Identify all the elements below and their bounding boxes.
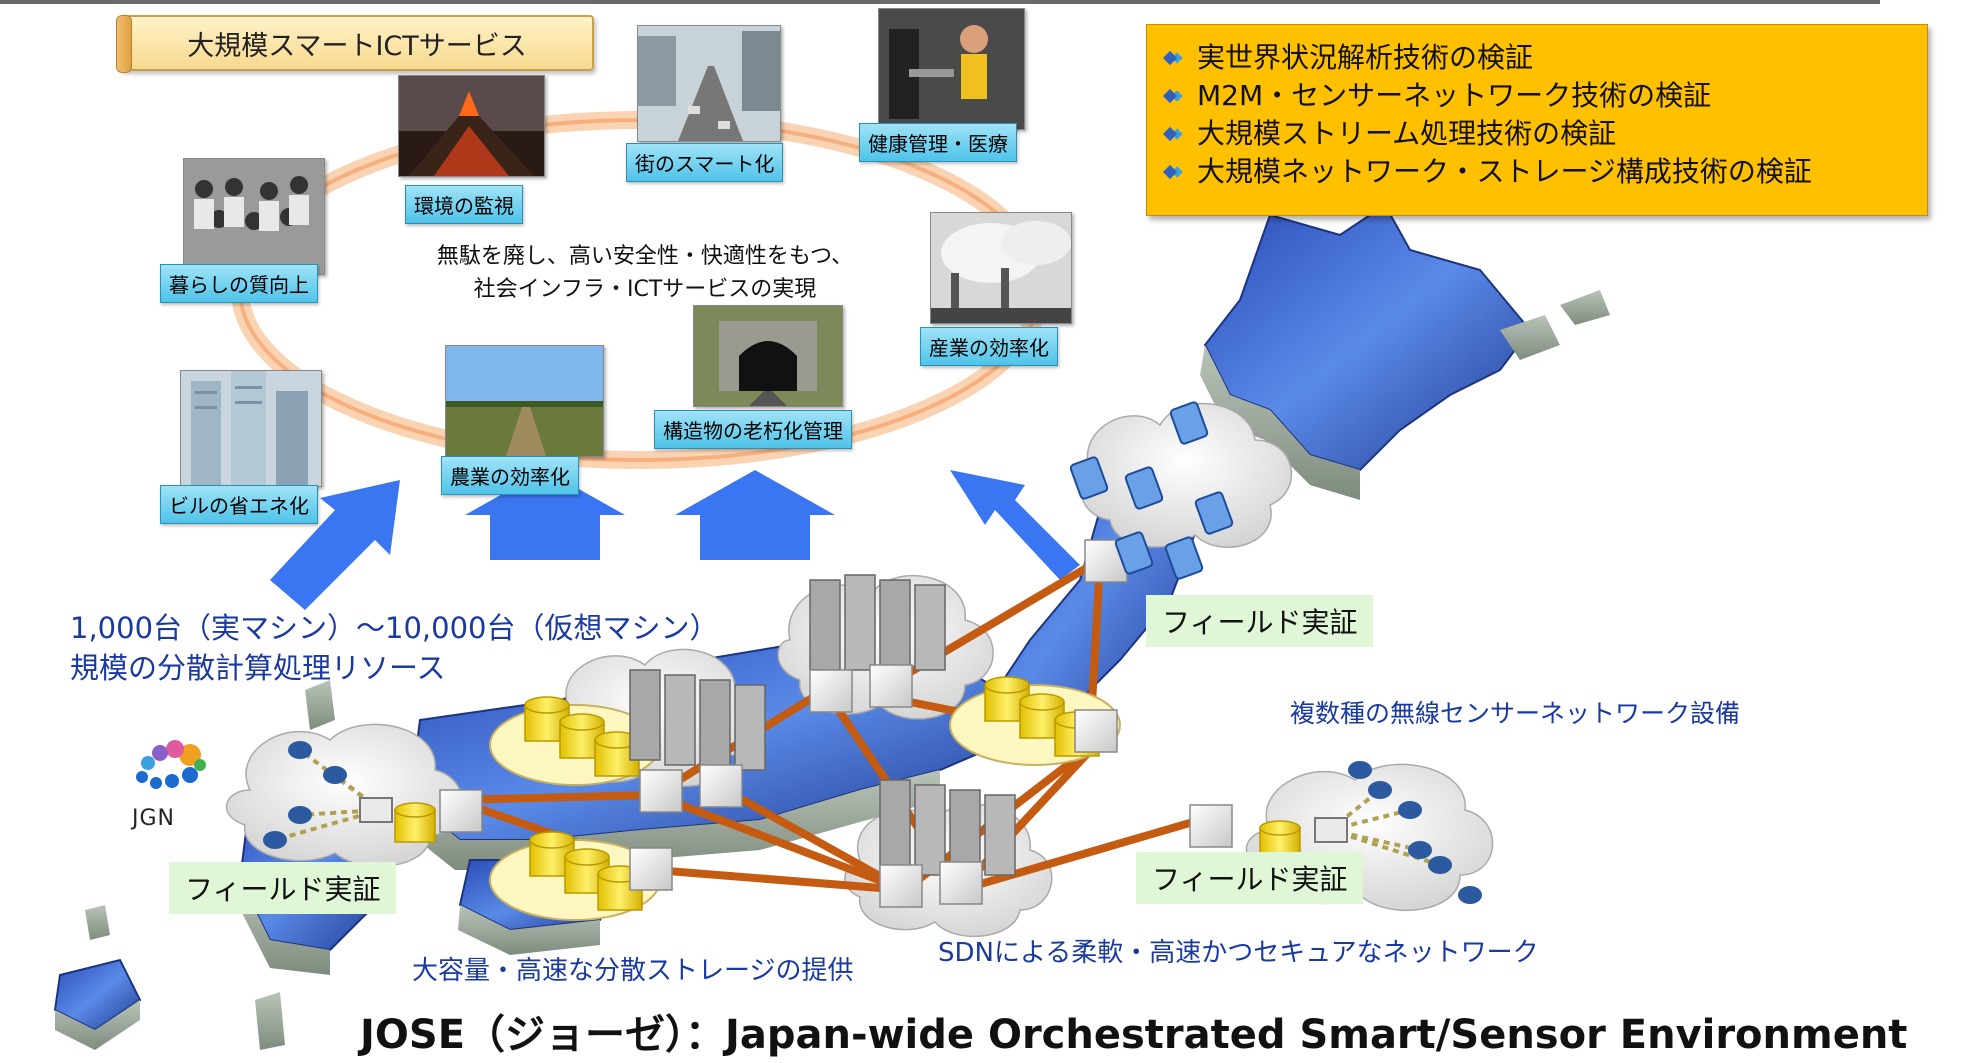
crowd-photo bbox=[183, 158, 325, 275]
banner-title: 大規模スマートICTサービス bbox=[187, 30, 527, 62]
farm-photo bbox=[445, 345, 604, 457]
checklist-item: 大規模ネットワーク・ストレージ構成技術の検証 bbox=[1162, 153, 1927, 191]
goal-line-2: 社会インフラ・ICTサービスの実現 bbox=[473, 277, 817, 302]
top-rule bbox=[0, 0, 1880, 4]
goal-line-1: 無駄を廃し、高い安全性・快適性をもつ、 bbox=[436, 244, 854, 269]
service-tag-city: 街のスマート化 bbox=[626, 143, 784, 182]
tunnel-photo bbox=[693, 305, 843, 407]
diamond-bullet-icon bbox=[1162, 88, 1178, 104]
verification-checklist: 実世界状況解析技術の検証 M2M・センサーネットワーク技術の検証 大規模ストリー… bbox=[1146, 24, 1928, 216]
service-tag-building: ビルの省エネ化 bbox=[160, 485, 318, 524]
service-tag-life: 暮らしの質向上 bbox=[160, 264, 318, 303]
checklist-item: 大規模ストリーム処理技術の検証 bbox=[1162, 115, 1927, 153]
sdn-label: SDNによる柔軟・高速かつセキュアなネットワーク bbox=[938, 938, 1539, 968]
service-tag-health: 健康管理・医療 bbox=[859, 123, 1017, 162]
storage-label: 大容量・高速な分散ストレージの提供 bbox=[412, 956, 854, 986]
wireless-label: 複数種の無線センサーネットワーク設備 bbox=[1290, 699, 1741, 728]
field-label-east: フィールド実証 bbox=[1136, 852, 1364, 904]
field-label-north: フィールド実証 bbox=[1146, 595, 1374, 647]
compute-line-1: 1,000台（実マシン）～10,000台（仮想マシン） bbox=[70, 611, 719, 645]
goal-text: 無駄を廃し、高い安全性・快適性をもつ、 社会インフラ・ICTサービスの実現 bbox=[410, 240, 880, 306]
footer-title: JOSE（ジョーゼ）：Japan-wide Orchestrated Smart… bbox=[360, 1012, 1908, 1058]
factory-photo bbox=[930, 212, 1072, 324]
service-tag-industry: 産業の効率化 bbox=[920, 327, 1058, 366]
fitness-photo bbox=[878, 8, 1025, 130]
field-label-west: フィールド実証 bbox=[169, 862, 397, 914]
service-tag-agriculture: 農業の効率化 bbox=[441, 456, 579, 495]
checklist-item: M2M・センサーネットワーク技術の検証 bbox=[1162, 77, 1927, 115]
service-tag-environment: 環境の監視 bbox=[405, 185, 523, 224]
compute-resources-text: 1,000台（実マシン）～10,000台（仮想マシン） 規模の分散計算処理リソー… bbox=[70, 608, 719, 688]
service-tag-structure: 構造物の老朽化管理 bbox=[654, 410, 852, 449]
checklist-item: 実世界状況解析技術の検証 bbox=[1162, 39, 1927, 77]
jgn-logo-icon bbox=[136, 740, 206, 789]
jgn-logo-text: JGN bbox=[132, 806, 175, 831]
compute-line-2: 規模の分散計算処理リソース bbox=[70, 651, 446, 685]
volcano-photo bbox=[398, 75, 545, 177]
buildings-photo bbox=[180, 370, 322, 487]
scroll-decoration bbox=[116, 15, 132, 73]
diamond-bullet-icon bbox=[1162, 164, 1178, 180]
city-street-photo bbox=[637, 25, 781, 142]
diamond-bullet-icon bbox=[1162, 126, 1178, 142]
service-banner: 大規模スマートICTサービス bbox=[116, 15, 594, 73]
diamond-bullet-icon bbox=[1162, 50, 1178, 66]
